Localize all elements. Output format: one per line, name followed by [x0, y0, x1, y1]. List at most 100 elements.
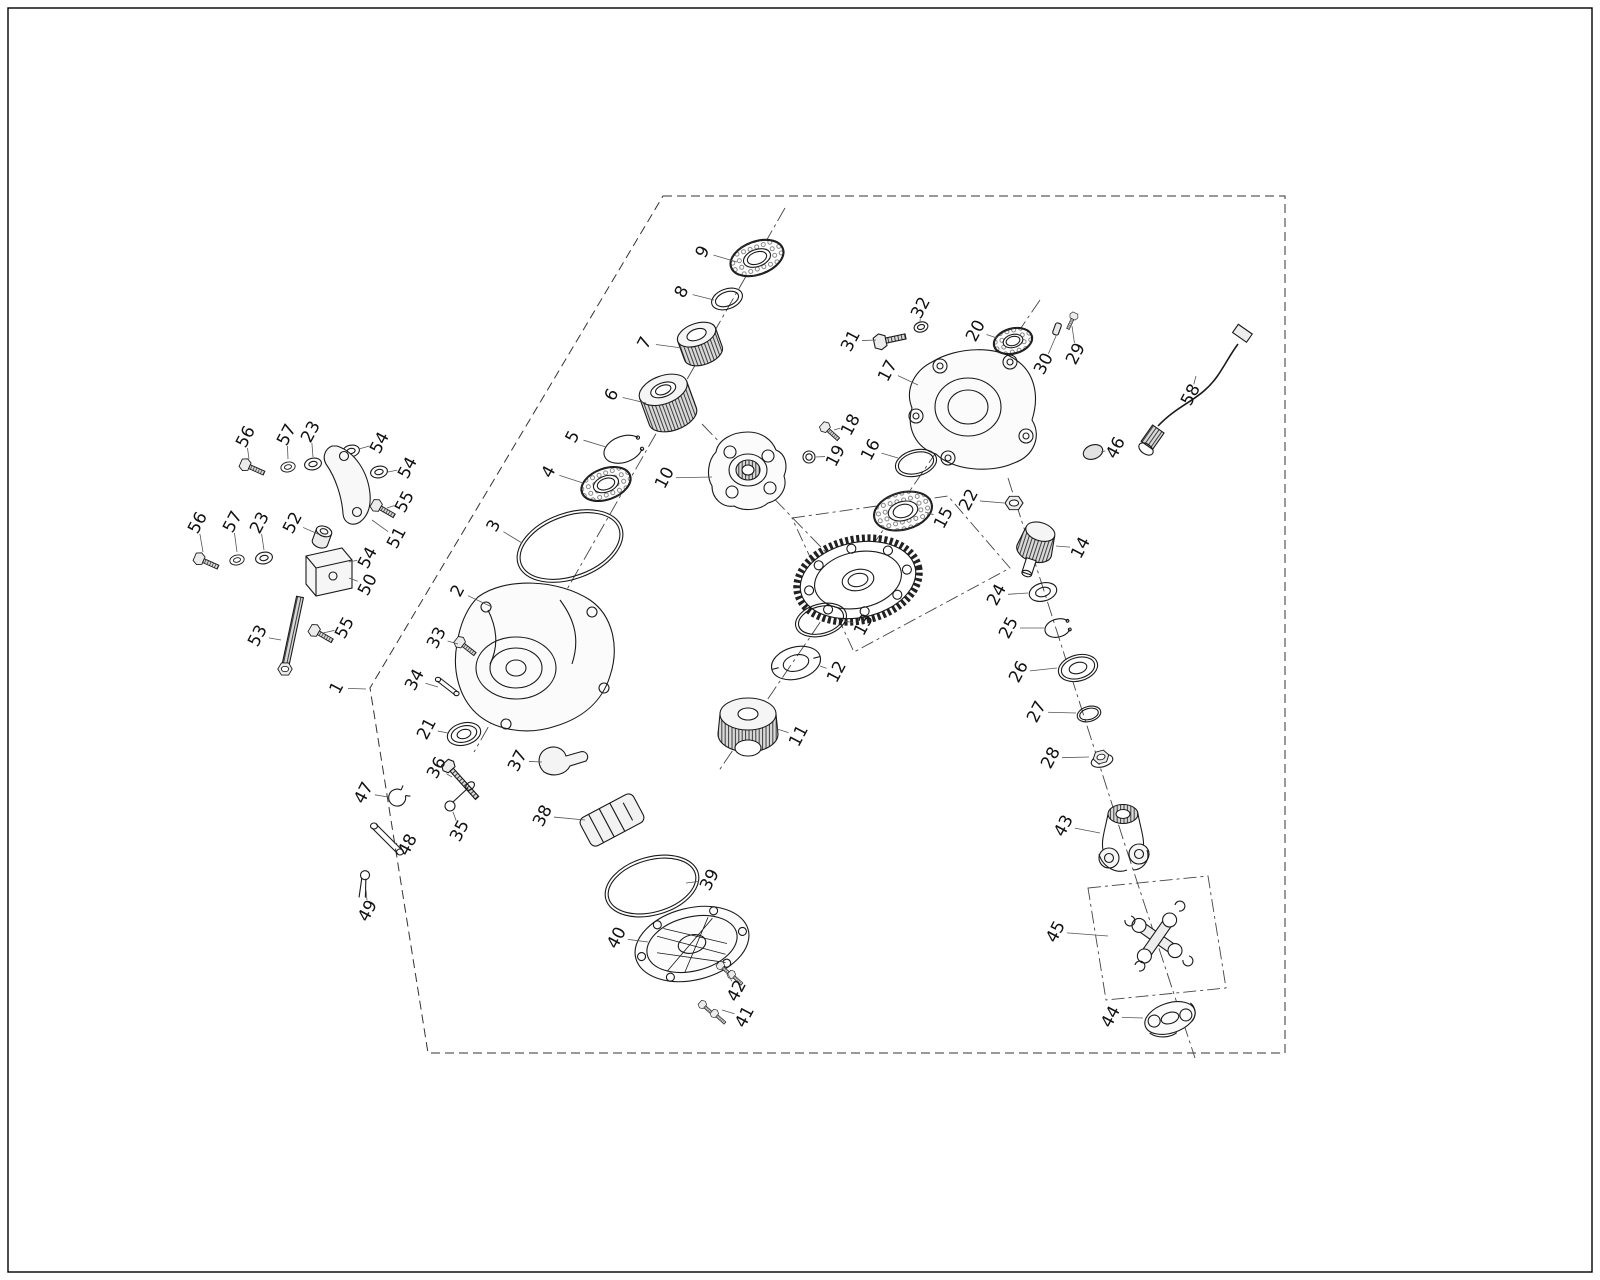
svg-text:35: 35 [446, 817, 474, 845]
svg-text:19: 19 [822, 442, 850, 470]
part-57-washer-bottom [228, 553, 246, 567]
svg-text:24: 24 [983, 581, 1011, 609]
svg-text:8: 8 [671, 283, 694, 302]
svg-text:43: 43 [1050, 812, 1078, 840]
part-label-25: 25 [995, 614, 1044, 642]
svg-text:11: 11 [785, 722, 813, 750]
part-label-22: 22 [955, 486, 1005, 514]
page-border [7, 7, 1593, 1273]
svg-text:36: 36 [423, 754, 451, 782]
part-19-ring [802, 450, 816, 464]
part-label-51: 51 [371, 519, 411, 552]
part-label-50: 50 [348, 571, 382, 599]
svg-text:50: 50 [354, 571, 382, 599]
svg-text:14: 14 [1067, 534, 1095, 562]
svg-text:10: 10 [651, 464, 679, 492]
part-label-44: 44 [1097, 1003, 1144, 1031]
svg-text:26: 26 [1005, 658, 1033, 686]
part-label-36: 36 [423, 754, 453, 782]
part-5-snap-ring [603, 434, 645, 464]
svg-text:25: 25 [995, 614, 1023, 642]
part-label-46: 46 [1100, 434, 1130, 462]
svg-text:56: 56 [232, 423, 260, 451]
part-label-16: 16 [857, 436, 899, 464]
part-label-54-1: 54 [348, 544, 382, 572]
part-23-washer-bottom [253, 550, 275, 566]
part-label-33: 33 [423, 624, 459, 652]
part-label-29: 29 [1062, 325, 1090, 368]
part-41-bolts [696, 998, 729, 1027]
svg-text:39: 39 [696, 866, 724, 894]
part-label-38: 38 [529, 802, 586, 830]
part-label-34: 34 [401, 666, 439, 694]
part-13-o-ring [794, 602, 848, 638]
part-label-52: 52 [279, 509, 319, 537]
svg-text:3: 3 [483, 517, 506, 536]
svg-text:56: 56 [184, 509, 212, 537]
svg-text:53: 53 [244, 622, 272, 650]
svg-text:44: 44 [1097, 1003, 1125, 1031]
part-38-baffle-plate [579, 793, 645, 847]
part-16-o-ring [894, 448, 938, 478]
part-label-31: 31 [837, 327, 877, 355]
svg-text:18: 18 [837, 411, 865, 439]
svg-text:32: 32 [907, 294, 935, 322]
part-label-32: 32 [907, 294, 935, 322]
part-21-seal [446, 721, 482, 747]
part-label-14: 14 [1055, 534, 1095, 562]
part-18-bolt [817, 419, 843, 444]
part-56-bolt-top [237, 456, 268, 480]
svg-text:2: 2 [447, 582, 470, 601]
svg-text:33: 33 [423, 624, 451, 652]
part-7-splined-collar [676, 321, 724, 367]
part-label-56-1: 56 [184, 509, 212, 553]
svg-text:21: 21 [413, 715, 441, 743]
part-46-plug [1082, 444, 1104, 460]
svg-text:57: 57 [273, 421, 301, 449]
part-label-54-3: 54 [358, 429, 394, 457]
svg-text:41: 41 [731, 1003, 759, 1031]
part-29-screw [1063, 310, 1080, 332]
part-label-5: 5 [562, 428, 607, 448]
part-27-o-ring [1076, 705, 1102, 723]
svg-text:5: 5 [562, 428, 585, 447]
svg-text:20: 20 [962, 317, 990, 345]
svg-text:45: 45 [1042, 918, 1070, 946]
svg-text:38: 38 [529, 802, 557, 830]
svg-text:23: 23 [246, 509, 274, 537]
part-53-long-bolt [277, 595, 305, 676]
part-label-47: 47 [350, 779, 389, 807]
part-8-washer [711, 287, 743, 311]
part-49-cotter-pin [358, 870, 371, 898]
svg-text:6: 6 [601, 386, 624, 405]
part-label-24: 24 [983, 581, 1029, 609]
part-label-19: 19 [815, 442, 850, 470]
part-label-27: 27 [1023, 698, 1077, 726]
part-label-10: 10 [651, 464, 713, 492]
svg-text:27: 27 [1023, 698, 1051, 726]
part-36-long-bolt [441, 758, 480, 801]
part-label-1: 1 [326, 679, 367, 697]
svg-text:51: 51 [383, 524, 411, 552]
part-58-speed-sensor [1138, 323, 1254, 456]
svg-text:30: 30 [1030, 350, 1058, 378]
part-label-17: 17 [874, 357, 919, 386]
part-label-9: 9 [692, 243, 738, 263]
svg-text:17: 17 [874, 357, 902, 385]
part-22-nut [1004, 495, 1024, 511]
part-label-41: 41 [721, 1003, 759, 1031]
part-28-flange-nut [1090, 748, 1114, 768]
svg-text:54: 54 [394, 454, 422, 482]
part-label-8: 8 [671, 283, 715, 302]
part-14-pinion-gear [1016, 521, 1056, 578]
part-3-gasket-ring [516, 509, 624, 583]
part-label-28: 28 [1037, 744, 1090, 772]
part-label-43: 43 [1050, 812, 1101, 840]
part-label-26: 26 [1005, 658, 1058, 686]
part-57-washer-top [279, 460, 297, 474]
svg-text:9: 9 [692, 243, 715, 262]
part-34-dowel-pin [434, 676, 460, 697]
svg-text:47: 47 [350, 779, 378, 807]
part-label-3: 3 [483, 517, 523, 544]
part-label-12: 12 [819, 658, 851, 686]
